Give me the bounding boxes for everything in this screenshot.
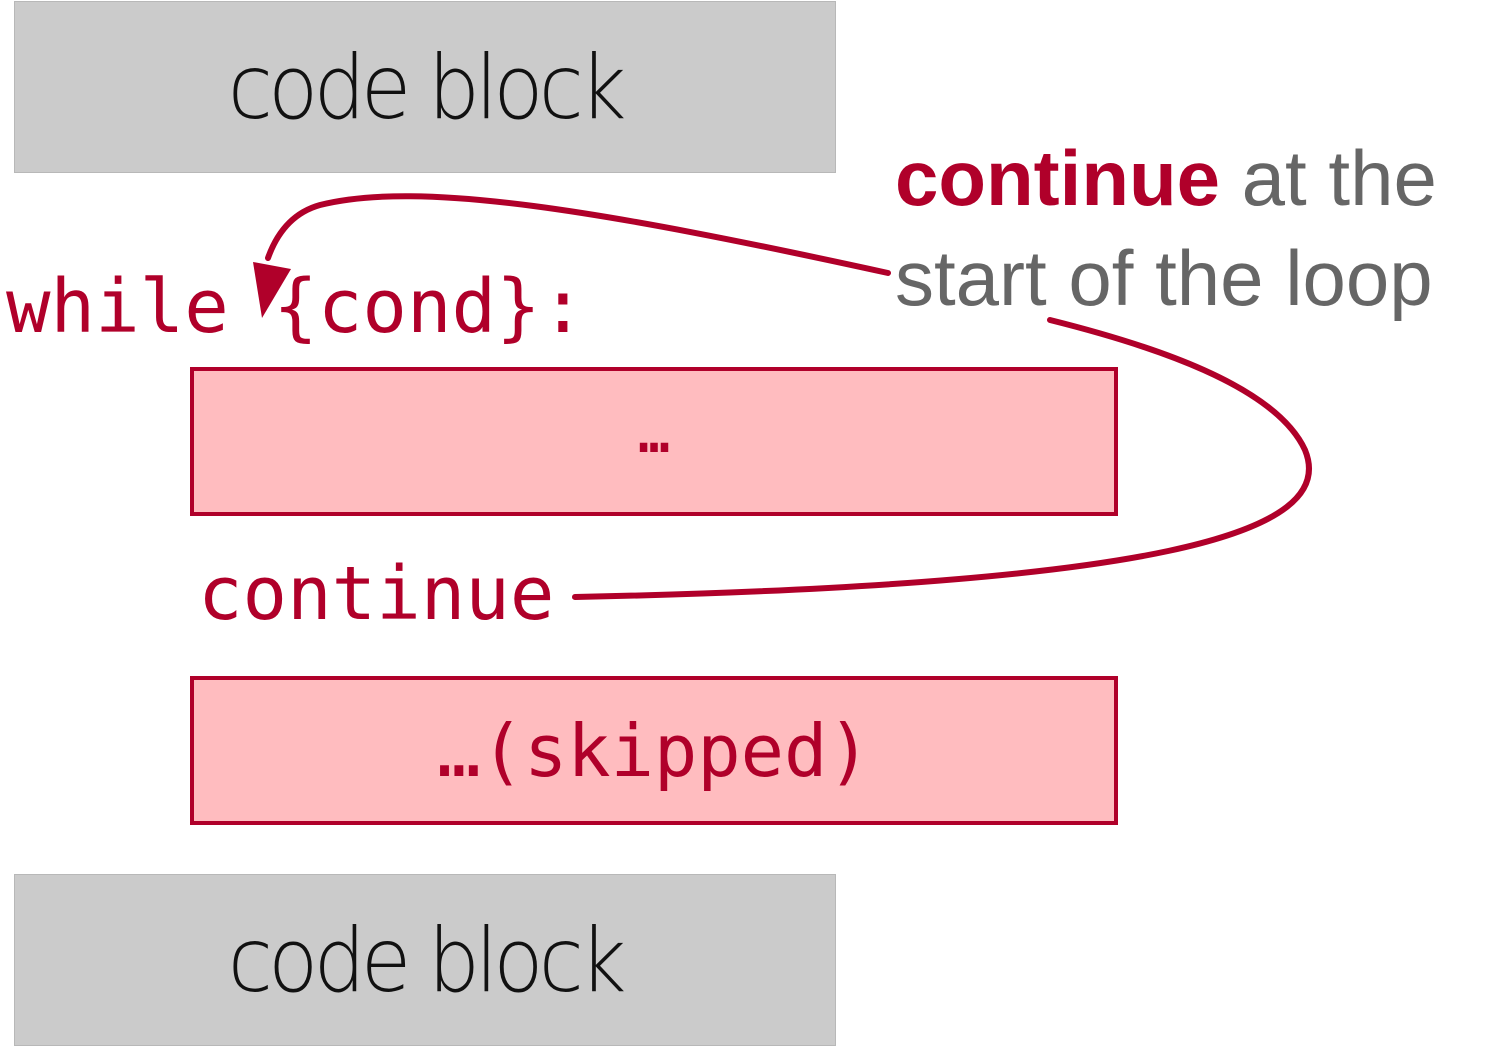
- return-to-start-arrow: [265, 193, 891, 276]
- code-block-bottom-label: code block: [227, 908, 627, 1012]
- annotation-line-2: start of the loop: [895, 234, 1433, 322]
- skipped-label: …(skipped): [437, 708, 871, 793]
- annotation-line-1-rest: at the: [1220, 134, 1437, 222]
- code-block-bottom: code block: [14, 874, 836, 1046]
- skipped-block: …(skipped): [190, 676, 1118, 825]
- code-block-top: code block: [14, 1, 836, 173]
- while-statement: while {cond}:: [6, 264, 586, 350]
- annotation-keyword: continue: [895, 134, 1220, 222]
- continue-statement: continue: [198, 551, 555, 637]
- code-block-top-label: code block: [227, 35, 627, 139]
- loop-body-ellipsis: …: [638, 404, 670, 465]
- loop-body-block: …: [190, 367, 1118, 516]
- annotation-line-1: continue at the: [895, 128, 1485, 228]
- annotation: continue at the start of the loop: [895, 128, 1485, 328]
